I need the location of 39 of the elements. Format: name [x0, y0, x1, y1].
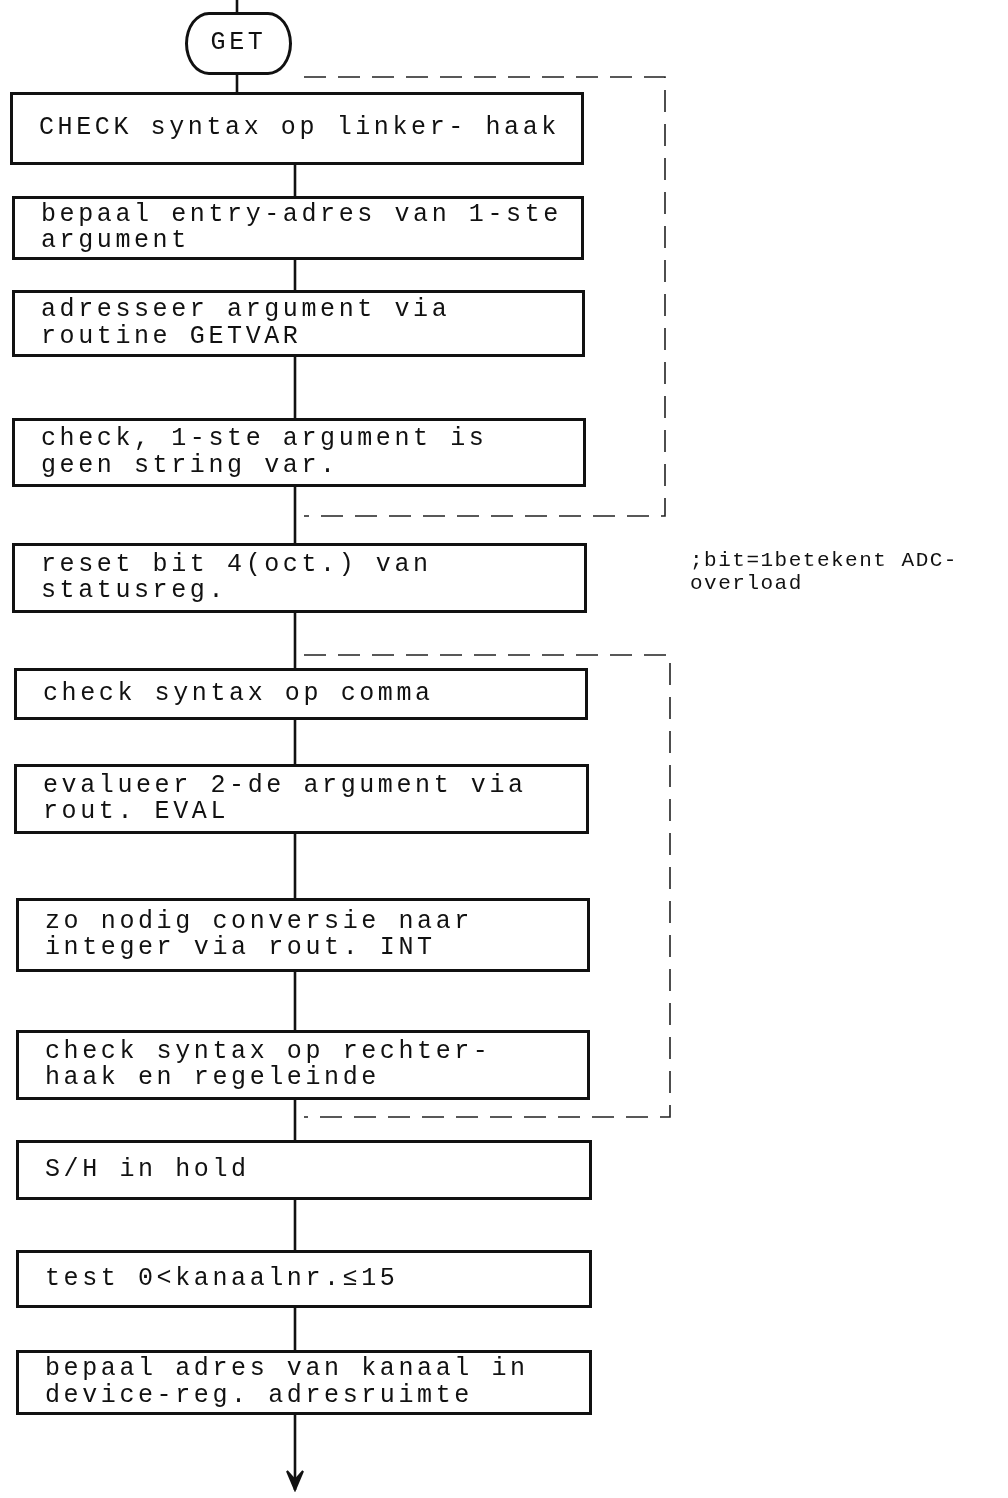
process-box: [16, 898, 590, 972]
terminal-shape: [185, 12, 292, 75]
step-text: GET: [210, 30, 267, 57]
process-box: [16, 1250, 592, 1308]
process-box: [14, 668, 588, 720]
arrow: [286, 1415, 304, 1491]
step-text: reset bit 4(oct.) van statusreg.: [41, 551, 433, 605]
step-text: bepaal adres van kanaal in device-reg. adresruimte: [45, 1356, 530, 1409]
step-text: test 0<kanaalnr.≤15: [45, 1265, 399, 1293]
connector-line: [293, 1100, 297, 1140]
connector-line: [293, 613, 297, 668]
connector-line: [293, 165, 297, 196]
process-box: [14, 764, 589, 834]
connector-line: [293, 357, 297, 418]
step-text: S/H in hold: [45, 1156, 250, 1184]
step-text: CHECK syntax op linker- haak: [39, 115, 560, 142]
process-box: [12, 543, 587, 613]
side-note: ;bit=1betekent ADC-overload: [690, 549, 959, 596]
connector-line: [293, 260, 297, 290]
connector-line: [293, 487, 297, 543]
step-text: check syntax op rechter- haak en regeleinde: [45, 1038, 493, 1092]
connector-line: [293, 1308, 297, 1350]
step-text: check syntax op comma: [43, 680, 434, 708]
process-box: [12, 290, 585, 357]
connector-line: [293, 834, 297, 898]
process-box: [12, 196, 584, 260]
step-text: bepaal entry-adres van 1-ste argument: [41, 201, 563, 255]
connector-line: [293, 720, 297, 764]
process-box: [16, 1350, 592, 1415]
process-box: [12, 418, 586, 487]
process-box: [16, 1030, 590, 1100]
step-text: check, 1-ste argument is geen string var.: [41, 426, 489, 479]
step-text: adresseer argument via routine GETVAR: [41, 297, 452, 350]
process-box: [16, 1140, 592, 1200]
step-text: evalueer 2-de argument via rout. EVAL: [43, 772, 528, 826]
step-text: zo nodig conversie naar integer via rout. INT: [45, 908, 474, 962]
connector-line: [293, 1200, 297, 1250]
process-box: [10, 92, 584, 165]
connector-line: [293, 972, 297, 1030]
